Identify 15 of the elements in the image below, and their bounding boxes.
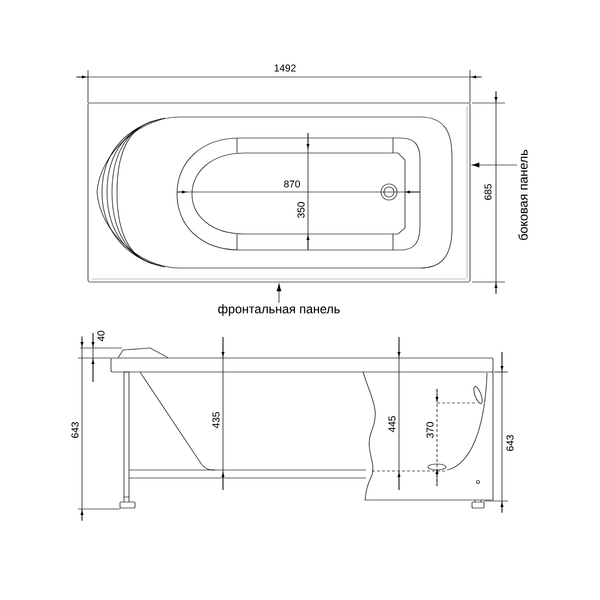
leader-arrow: [472, 162, 518, 168]
panel-label: боковая панель: [518, 150, 528, 240]
bathtub-top-view-drawing: [88, 102, 470, 282]
dimension-label: 1492: [274, 64, 296, 72]
dimension-label: 870: [284, 180, 300, 188]
dimension-label: 685: [484, 184, 492, 200]
dimension-label: 435: [212, 412, 220, 428]
dimension-label: 643: [71, 422, 79, 438]
panel-label: фронтальная панель: [218, 304, 340, 316]
leader-arrow: [276, 284, 282, 304]
dimension-label: 40: [97, 330, 105, 342]
dimension-label: 370: [426, 422, 434, 438]
dimension-label: 445: [388, 416, 396, 432]
dimension-label: 350: [297, 202, 305, 218]
dimension-label: 643: [506, 435, 514, 451]
